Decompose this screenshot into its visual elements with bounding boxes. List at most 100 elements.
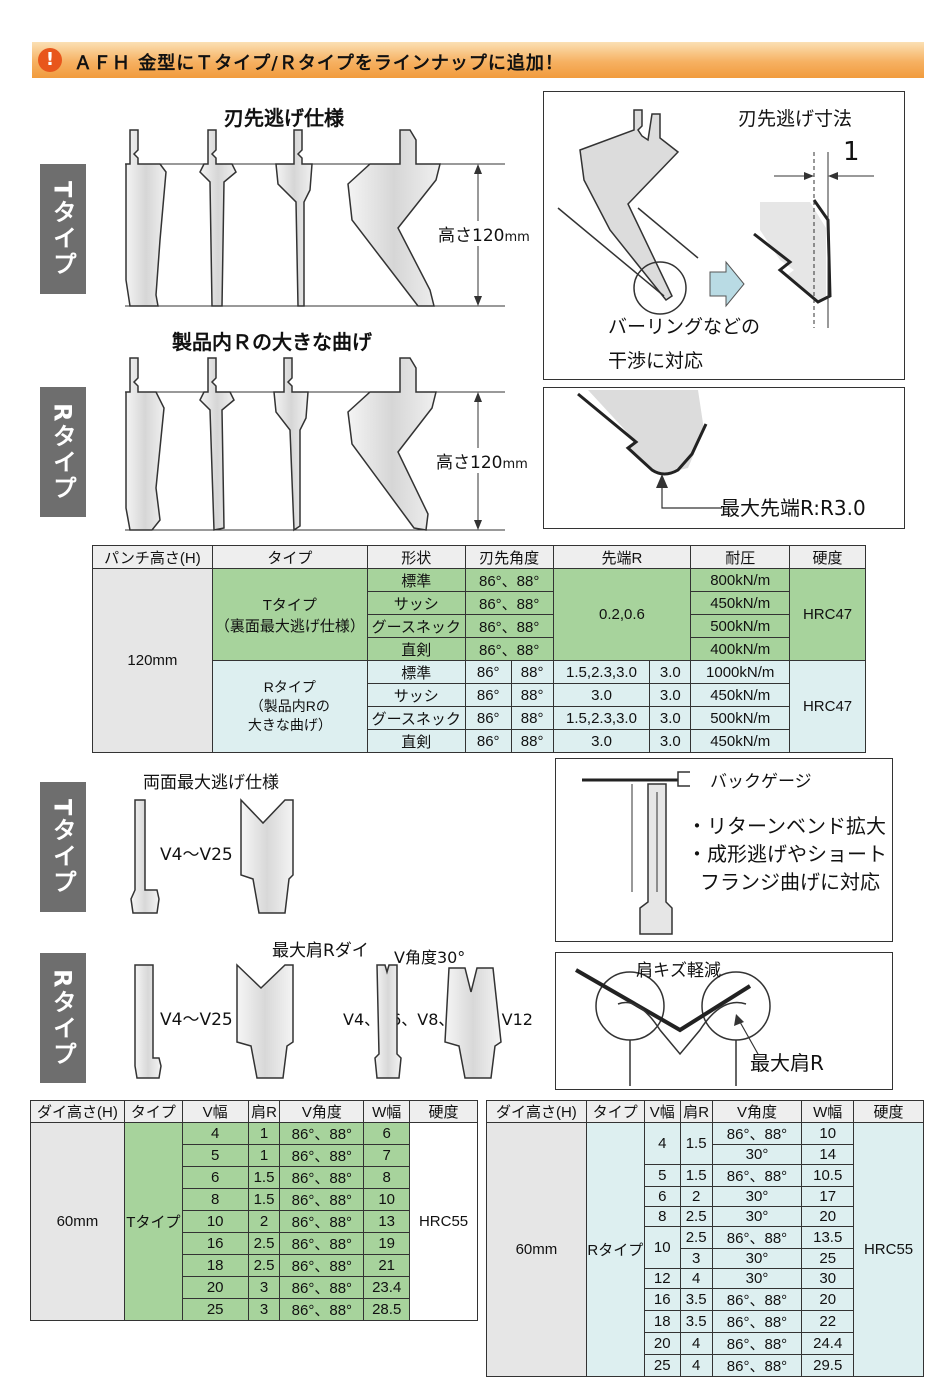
- shape-cell: グースネック: [366, 614, 466, 638]
- shoulder-r-cell: 1.5: [679, 1122, 713, 1165]
- shoulder-r-cell: 2.5: [679, 1226, 713, 1249]
- shape-cell: 直剣: [366, 637, 466, 661]
- pressure-cell: 400kN/m: [690, 637, 791, 661]
- t-punch-sash: [199, 129, 237, 307]
- shoulder-r-cell: 4: [679, 1268, 713, 1289]
- w-width-cell: 6: [363, 1122, 411, 1145]
- die-r-type-label: Rタイプ: [40, 953, 86, 1083]
- r-punch-standard: [125, 357, 165, 531]
- v-width-cell: 16: [181, 1232, 249, 1255]
- t-punch-straight-sword: [347, 129, 441, 307]
- table-row: グースネック 86°、88° 500kN/m: [93, 614, 866, 638]
- shoulder-r-cell: 2.5: [247, 1232, 281, 1255]
- v-angle-cell: 30°: [711, 1186, 803, 1207]
- t-type-cell: Tタイプ（裏面最大逃げ仕様）: [211, 568, 368, 661]
- pressure-cell: 800kN/m: [690, 568, 791, 592]
- w-width-cell: 30: [801, 1268, 855, 1289]
- v-width-cell: 20: [643, 1332, 681, 1355]
- w-width-cell: 8: [363, 1166, 411, 1189]
- tip-radius-box: [543, 387, 905, 529]
- angle-cell: 86°: [464, 683, 512, 707]
- header-hardness: 硬度: [409, 1100, 478, 1123]
- r-type-die-drawing: [134, 963, 502, 1079]
- v-width-cell: 4: [181, 1122, 249, 1145]
- table-row: 60mm Tタイプ 4 1 86°、88° 6 HRC55: [30, 1122, 478, 1321]
- punch-height-cell: 120mm: [92, 568, 213, 753]
- t-type-punch-drawings: [125, 129, 505, 307]
- die-t-range: V4～V25: [160, 845, 233, 865]
- exclamation-icon: !: [38, 48, 62, 72]
- w-width-cell: 21: [363, 1254, 411, 1277]
- angle-cell: 88°: [510, 706, 554, 730]
- backgauge-bullet3: フランジ曲げに対応: [700, 870, 880, 894]
- angle-cell: 88°: [510, 729, 554, 753]
- v-angle-cell: 30°: [711, 1268, 803, 1289]
- r-type-punch-drawings: [125, 357, 505, 532]
- table-row: 直剣 86° 88° 3.0 3.0 450kN/m: [93, 729, 866, 753]
- shoulder-box: [555, 952, 893, 1090]
- v-angle-cell: 86°、88°: [279, 1254, 365, 1277]
- shoulder-r-cell: 1: [247, 1144, 281, 1167]
- table-row: 8 1.5 86°、88° 10: [31, 1188, 478, 1211]
- shoulder-label: 最大肩R: [750, 1051, 824, 1075]
- v-angle-cell: 30°: [711, 1144, 803, 1165]
- table-row: 12 4 30° 30: [487, 1268, 924, 1289]
- tip-r-cell: 3.0: [649, 683, 692, 707]
- angle-cell: 88°: [510, 683, 554, 707]
- v30-die-narrow: [374, 964, 402, 1079]
- table-row: 18 3.5 86°、88° 22: [487, 1310, 924, 1333]
- w-width-cell: 22: [801, 1310, 855, 1333]
- banner-title: ＡＦＨ 金型にＴタイプ/Ｒタイプをラインナップに追加！: [74, 53, 564, 74]
- angle-cell: 86°、88°: [464, 637, 554, 661]
- die-t-type-label: Tタイプ: [40, 782, 86, 912]
- angle-cell: 86°、88°: [464, 591, 554, 615]
- die-t-header-row: ダイ高さ(H) タイプ V幅 肩R V角度 W幅 硬度: [30, 1100, 478, 1123]
- v-width-cell: 10: [181, 1210, 249, 1233]
- r-punch-straight-sword: [347, 357, 437, 531]
- table-row: 10 2 86°、88° 13: [31, 1210, 478, 1233]
- escape-dimension-drawing: [557, 109, 874, 328]
- header-v-angle: V角度: [711, 1100, 803, 1123]
- header-hardness: 硬度: [853, 1100, 924, 1123]
- w-width-cell: 28.5: [363, 1298, 411, 1321]
- v-angle-cell: 86°、88°: [279, 1298, 365, 1321]
- shape-cell: 直剣: [366, 729, 466, 753]
- v-width-cell: 12: [643, 1268, 681, 1289]
- w-width-cell: 23.4: [363, 1276, 411, 1299]
- escape-note-line2: 干渉に対応: [608, 350, 704, 372]
- r-die-narrow: [134, 964, 162, 1079]
- die-r-range: V4～V25: [160, 1010, 233, 1030]
- table-row: 18 2.5 86°、88° 21: [31, 1254, 478, 1277]
- header-die-height: ダイ高さ(H): [486, 1100, 587, 1123]
- pressure-cell: 450kN/m: [690, 591, 791, 615]
- w-width-cell: 20: [801, 1288, 855, 1311]
- header-pressure: 耐圧: [690, 545, 791, 569]
- v-width-cell: 18: [643, 1310, 681, 1333]
- table-row: 8 2.5 30° 20: [487, 1206, 924, 1227]
- v-angle-cell: 86°、88°: [711, 1332, 803, 1355]
- header-shape: 形状: [366, 545, 466, 569]
- t-die-wide: [240, 798, 294, 914]
- v-width-cell: 8: [643, 1206, 681, 1227]
- r-punch-sash: [199, 357, 235, 531]
- v-width-cell: 20: [181, 1276, 249, 1299]
- die-height-cell: 60mm: [486, 1122, 587, 1377]
- table-row: 16 3.5 86°、88° 20: [487, 1288, 924, 1311]
- w-width-cell: 10: [363, 1188, 411, 1211]
- pressure-cell: 500kN/m: [690, 706, 791, 730]
- v-width-cell: 6: [181, 1166, 249, 1189]
- angle-cell: 86°: [464, 706, 512, 730]
- shape-cell: 標準: [366, 568, 466, 592]
- shape-cell: サッシ: [366, 683, 466, 707]
- v-width-cell: 10: [643, 1226, 681, 1269]
- r-height-label: 高さ120mm: [436, 448, 528, 473]
- v-angle-cell: 86°、88°: [711, 1122, 803, 1145]
- die-r-spec-table: ダイ高さ(H) タイプ V幅 肩R V角度 W幅 硬度 60mm Rタイプ 4 …: [486, 1100, 924, 1377]
- v-angle-cell: 86°、88°: [711, 1288, 803, 1311]
- shoulder-r-cell: 1.5: [247, 1188, 281, 1211]
- die-v30-heading: V角度30°: [394, 948, 466, 967]
- tip-r-cell: 1.5,2.3,3.0: [552, 706, 651, 730]
- table-row: 20 3 86°、88° 23.4: [31, 1276, 478, 1299]
- v-angle-cell: 30°: [711, 1248, 803, 1269]
- w-width-cell: 13.5: [801, 1226, 855, 1249]
